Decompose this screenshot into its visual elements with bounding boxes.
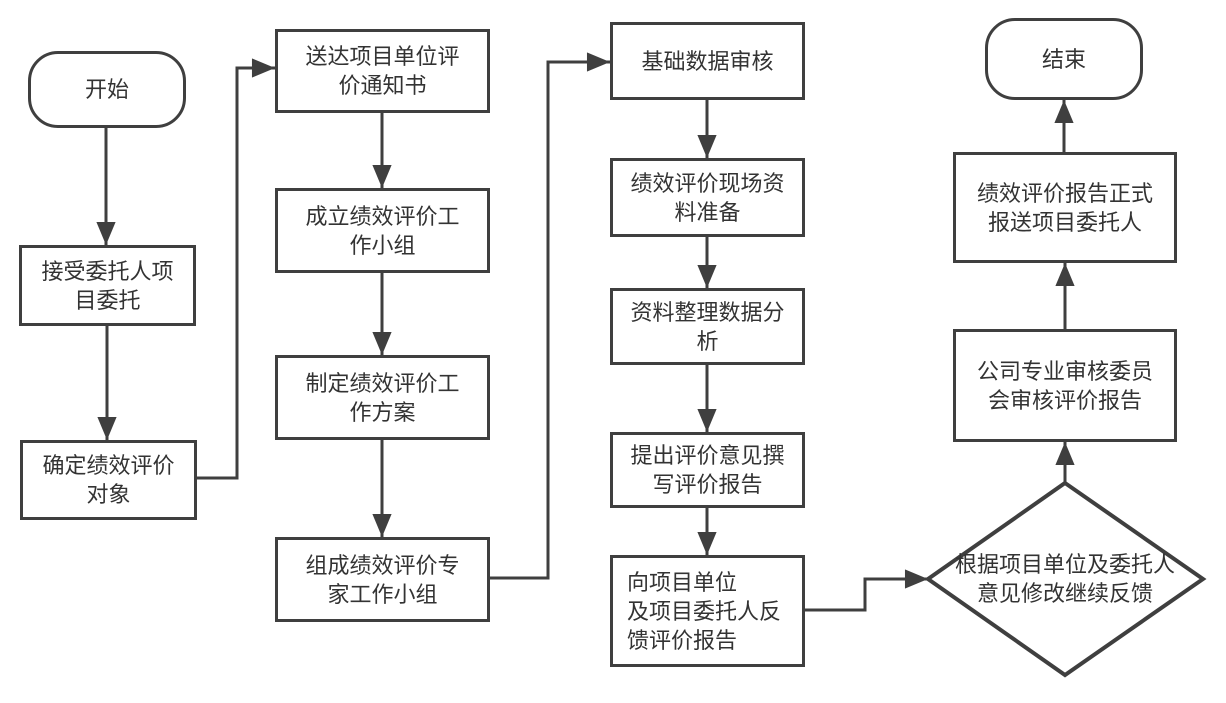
node-deliver-notice-label: 送达项目单位评 价通知书 (305, 44, 460, 98)
node-feedback-report-label: 向项目单位 及项目委托人反 馈评价报告 (627, 569, 782, 653)
node-committee-review-label: 公司专业审核委员 会审核评价报告 (976, 358, 1153, 413)
node-draft-report: 提出评价意见撰 写评价报告 (610, 432, 805, 508)
node-end-label: 结束 (1041, 46, 1086, 72)
node-site-material-prep: 绩效评价现场资 料准备 (610, 158, 805, 237)
node-submit-final-report: 绩效评价报告正式 报送项目委托人 (953, 152, 1177, 263)
node-make-work-plan: 制定绩效评价工 作方案 (275, 355, 490, 440)
node-setup-work-group-label: 成立绩效评价工 作小组 (305, 203, 460, 258)
decision-diamond-shape (924, 480, 1207, 678)
node-expert-work-group: 组成绩效评价专 家工作小组 (275, 537, 490, 622)
node-determine-object-label: 确定绩效评价 对象 (42, 453, 175, 507)
connector-feedback-report-to-decision (805, 569, 928, 612)
node-basic-data-review-label: 基础数据审核 (641, 48, 774, 74)
node-data-analysis-label: 资料整理数据分 析 (630, 299, 785, 354)
node-expert-work-group-label: 组成绩效评价专 家工作小组 (305, 552, 460, 607)
node-submit-final-report-label: 绩效评价报告正式 报送项目委托人 (976, 180, 1153, 235)
node-end: 结束 (985, 18, 1143, 100)
node-start-label: 开始 (84, 77, 129, 102)
node-basic-data-review: 基础数据审核 (610, 22, 805, 100)
node-data-analysis: 资料整理数据分 析 (610, 288, 805, 365)
node-draft-report-label: 提出评价意见撰 写评价报告 (630, 443, 785, 497)
node-accept-entrustment-label: 接受委托人项 目委托 (41, 258, 174, 313)
connector-determine-to-notice (196, 58, 275, 480)
node-decision-label: 根据项目单位及委托人 意见修改继续反馈 (954, 552, 1175, 606)
node-accept-entrustment: 接受委托人项 目委托 (19, 245, 196, 326)
connector-expert-group-to-data-review (490, 52, 610, 580)
node-setup-work-group: 成立绩效评价工 作小组 (275, 188, 490, 273)
node-start: 开始 (28, 51, 186, 128)
node-committee-review: 公司专业审核委员 会审核评价报告 (953, 329, 1177, 442)
node-site-material-prep-label: 绩效评价现场资 料准备 (630, 170, 785, 225)
node-feedback-report: 向项目单位 及项目委托人反 馈评价报告 (610, 555, 805, 667)
node-make-work-plan-label: 制定绩效评价工 作方案 (305, 370, 460, 425)
node-deliver-notice: 送达项目单位评 价通知书 (275, 29, 490, 113)
node-determine-object: 确定绩效评价 对象 (20, 440, 197, 520)
